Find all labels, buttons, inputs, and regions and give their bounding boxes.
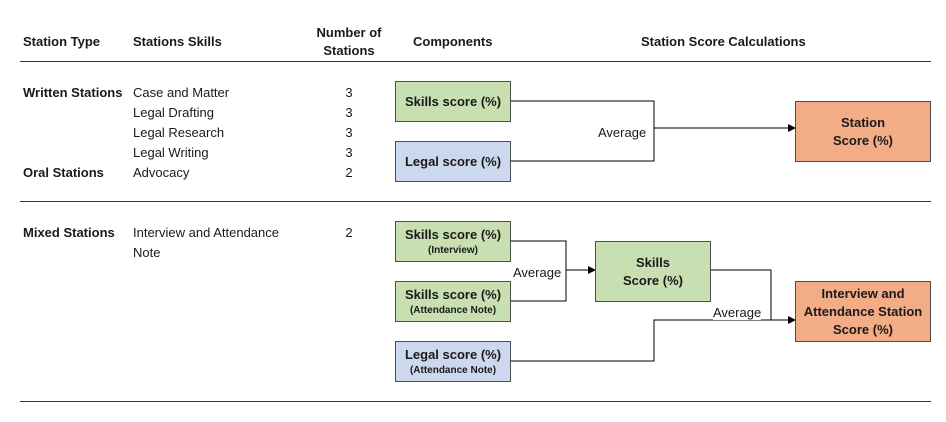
legal-score-attendance-label: Legal score (%): [404, 346, 502, 362]
average-label-3: Average: [713, 305, 762, 320]
header-station-type: Station Type: [23, 34, 101, 49]
skills-score-interview-box: Skills score (%) (Interview): [395, 221, 511, 262]
station-score-box: Station Score (%): [795, 101, 931, 162]
connector-skills-to-average: [510, 100, 655, 162]
legal-score-label: Legal score (%): [404, 153, 502, 169]
legal-score-box: Legal score (%): [395, 141, 511, 182]
skill-count: 3: [345, 125, 353, 140]
skill-name: Advocacy: [133, 165, 190, 180]
skill-count-mixed: 2: [345, 225, 353, 240]
average-label: Average: [598, 125, 647, 140]
skills-score-attendance-label: Skills score (%): [404, 286, 502, 302]
header-stations-skills: Stations Skills: [133, 34, 222, 49]
skills-score-attendance-box: Skills score (%) (Attendance Note): [395, 281, 511, 322]
label-written-stations: Written Stations: [23, 85, 123, 100]
final-score-line3: Score (%): [833, 321, 893, 337]
station-score-line1: Station: [840, 114, 886, 130]
skill-name-mixed-line1: Interview and Attendance: [133, 225, 279, 240]
header-number-line1: Number of: [316, 25, 382, 40]
skill-name-mixed-line2: Note: [133, 245, 161, 260]
final-score-line2: Attendance Station: [803, 303, 923, 319]
legal-attendance-sublabel: (Attendance Note): [409, 364, 497, 376]
average-label-2: Average: [513, 265, 562, 280]
skill-count: 3: [345, 105, 353, 120]
label-mixed-stations: Mixed Stations: [23, 225, 115, 240]
connector-legal-attendance-out: [510, 319, 771, 362]
footer-divider: [20, 401, 931, 402]
label-oral-stations: Oral Stations: [23, 165, 104, 180]
skills-mid-box: Skills Score (%): [595, 241, 711, 302]
header-components: Components: [413, 34, 493, 49]
interview-sublabel: (Interview): [427, 244, 478, 256]
skill-count: 2: [345, 165, 353, 180]
final-score-box: Interview and Attendance Station Score (…: [795, 281, 931, 342]
skills-score-label: Skills score (%): [404, 93, 502, 109]
skill-name: Legal Writing: [133, 145, 209, 160]
header-station-score-calculations: Station Score Calculations: [641, 34, 806, 49]
skill-count: 3: [345, 85, 353, 100]
station-score-line2: Score (%): [833, 132, 893, 148]
skills-mid-line1: Skills: [636, 254, 670, 270]
skills-score-box: Skills score (%): [395, 81, 511, 122]
skill-count: 3: [345, 145, 353, 160]
header-number-of-stations: Number of Stations: [300, 24, 398, 60]
attendance-sublabel: (Attendance Note): [409, 304, 497, 316]
skills-mid-line2: Score (%): [623, 272, 683, 288]
skills-score-interview-label: Skills score (%): [404, 226, 502, 242]
section-divider: [20, 201, 931, 202]
connector-skills-mid-out: [710, 269, 772, 320]
connector-interview-attendance: [510, 240, 567, 302]
header-divider: [20, 61, 931, 62]
skill-name: Legal Research: [133, 125, 225, 140]
final-score-line1: Interview and: [821, 285, 905, 301]
header-number-line2: Stations: [323, 43, 375, 58]
skill-name: Case and Matter: [133, 85, 230, 100]
skill-name: Legal Drafting: [133, 105, 214, 120]
legal-score-attendance-box: Legal score (%) (Attendance Note): [395, 341, 511, 382]
